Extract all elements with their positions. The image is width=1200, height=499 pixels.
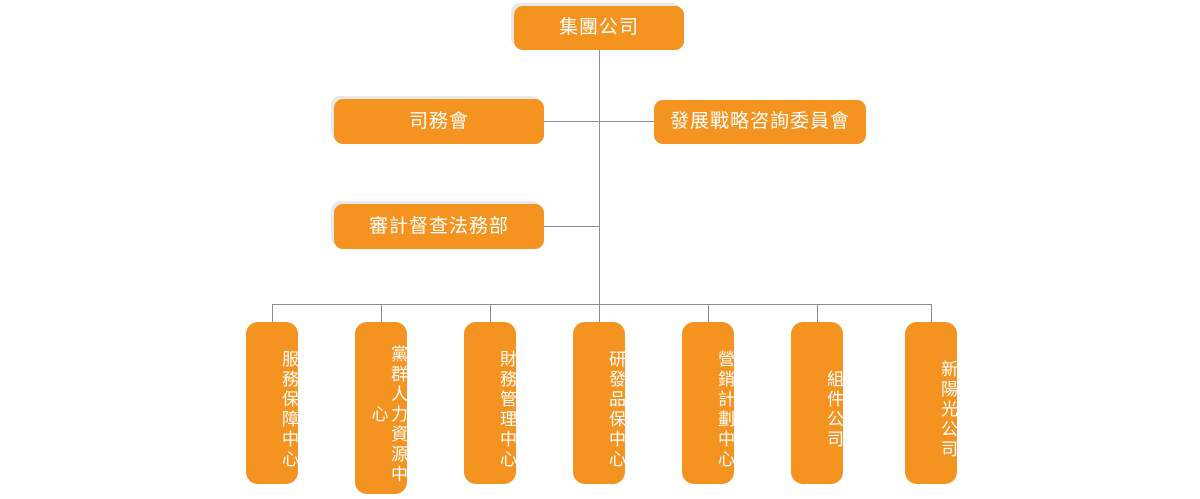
node-party-hr-center[interactable]: 黨群人力資源中心	[355, 322, 407, 494]
node-rd-quality-center[interactable]: 研發品保中心	[573, 322, 625, 484]
node-finance-management-center[interactable]: 財務管理中心	[464, 322, 516, 484]
connector-drop-division-7	[931, 304, 932, 322]
connector-division-bus	[272, 304, 931, 305]
connector-drop-division-3	[490, 304, 491, 322]
connector-drop-division-1	[272, 304, 273, 322]
connector-spine-staff3-to-bus	[599, 226, 600, 304]
node-strategy-advisory-committee[interactable]: 發展戰略咨詢委員會	[654, 100, 866, 144]
connector-spine-root-to-staff1	[599, 50, 600, 121]
node-group-company[interactable]: 集團公司	[514, 6, 684, 50]
node-service-support-center[interactable]: 服務保障中心	[246, 322, 298, 484]
connector-staff-row2-horizontal	[544, 226, 599, 227]
connector-drop-division-2	[381, 304, 382, 322]
connector-spine-staff1-to-staff3	[599, 121, 600, 226]
node-new-sunshine-company[interactable]: 新陽光公司	[905, 322, 957, 484]
connector-drop-division-5	[708, 304, 709, 322]
node-marketing-planning-center[interactable]: 營銷計劃中心	[682, 322, 734, 484]
connector-staff-row1-horizontal	[544, 121, 654, 122]
node-executive-council[interactable]: 司務會	[334, 99, 544, 144]
node-audit-legal-department[interactable]: 審計督查法務部	[334, 204, 544, 249]
node-component-company[interactable]: 組件公司	[791, 322, 843, 484]
connector-drop-division-4	[599, 304, 600, 322]
connector-drop-division-6	[817, 304, 818, 322]
